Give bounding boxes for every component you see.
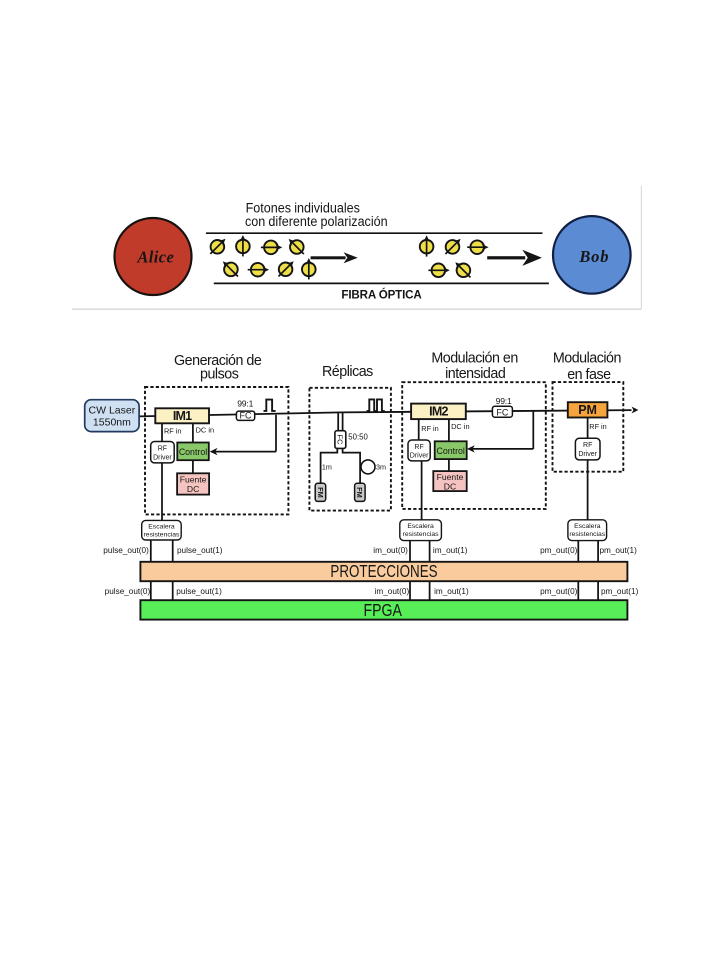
svg-text:im_out(0): im_out(0) [375, 587, 410, 596]
svg-text:pm_out(0): pm_out(0) [540, 546, 578, 555]
svg-text:Alice: Alice [136, 247, 174, 266]
svg-text:Fuente: Fuente [437, 472, 464, 482]
svg-text:IM1: IM1 [173, 409, 192, 423]
svg-text:FC: FC [336, 435, 345, 446]
svg-text:FIBRA ÓPTICA: FIBRA ÓPTICA [341, 288, 422, 301]
svg-text:1550nm: 1550nm [93, 416, 131, 428]
svg-text:50:50: 50:50 [348, 432, 368, 441]
svg-text:im_out(1): im_out(1) [434, 587, 469, 596]
svg-text:Escalera: Escalera [574, 523, 601, 530]
svg-text:FC: FC [496, 408, 508, 418]
svg-text:DC in: DC in [451, 422, 469, 431]
svg-text:FM: FM [355, 487, 364, 498]
svg-text:Control: Control [437, 446, 465, 456]
svg-text:im_out(0): im_out(0) [373, 546, 408, 555]
svg-text:Driver: Driver [153, 454, 172, 461]
svg-text:pm_out(0): pm_out(0) [540, 587, 578, 596]
svg-text:pulse_out(1): pulse_out(1) [176, 587, 222, 596]
svg-text:pm_out(1): pm_out(1) [601, 587, 639, 596]
svg-text:PROTECCIONES: PROTECCIONES [330, 563, 437, 582]
svg-text:FPGA: FPGA [364, 602, 403, 621]
svg-text:Modulación: Modulación [553, 350, 622, 366]
svg-text:con diferente polarización: con diferente polarización [245, 213, 388, 229]
svg-text:RF: RF [583, 442, 592, 449]
svg-text:FC: FC [240, 411, 252, 421]
svg-text:im_out(1): im_out(1) [433, 546, 468, 555]
svg-text:CW Laser: CW Laser [89, 405, 136, 417]
svg-text:RF in: RF in [421, 424, 438, 433]
svg-text:pulse_out(0): pulse_out(0) [103, 546, 149, 555]
svg-text:3m: 3m [376, 463, 386, 472]
svg-text:99:1: 99:1 [237, 398, 253, 408]
svg-text:Escalera: Escalera [407, 523, 434, 530]
svg-text:PM: PM [578, 403, 597, 417]
svg-text:Generación de: Generación de [174, 353, 262, 369]
svg-text:RF in: RF in [589, 422, 606, 431]
svg-text:Driver: Driver [410, 453, 429, 460]
svg-text:RF in: RF in [164, 426, 181, 435]
svg-text:resistencias: resistencias [403, 531, 439, 538]
svg-text:DC: DC [187, 484, 199, 494]
svg-text:Modulación en: Modulación en [431, 351, 518, 367]
svg-text:pulse_out(0): pulse_out(0) [105, 587, 151, 596]
svg-text:pulse_out(1): pulse_out(1) [177, 546, 223, 555]
svg-text:resistencias: resistencias [144, 532, 180, 539]
svg-text:resistencias: resistencias [569, 531, 605, 538]
svg-text:1m: 1m [322, 462, 332, 471]
svg-text:pulsos: pulsos [200, 367, 239, 383]
svg-text:Escalera: Escalera [148, 524, 175, 531]
svg-text:Control: Control [179, 447, 207, 457]
svg-text:DC in: DC in [196, 425, 214, 434]
svg-text:en fase: en fase [567, 367, 611, 383]
svg-text:IM2: IM2 [429, 405, 448, 419]
svg-text:Réplicas: Réplicas [322, 364, 373, 380]
svg-text:pm_out(1): pm_out(1) [600, 546, 638, 555]
svg-text:RF: RF [414, 444, 423, 451]
svg-text:Fuente: Fuente [180, 474, 207, 484]
svg-text:Bob: Bob [578, 247, 609, 266]
svg-text:DC: DC [444, 481, 456, 491]
svg-text:99:1: 99:1 [496, 396, 512, 406]
svg-text:intensidad: intensidad [445, 366, 506, 382]
svg-text:Driver: Driver [578, 451, 597, 458]
svg-text:Fotones individuales: Fotones individuales [246, 200, 361, 216]
svg-text:RF: RF [158, 446, 167, 453]
svg-text:FM: FM [316, 487, 325, 498]
